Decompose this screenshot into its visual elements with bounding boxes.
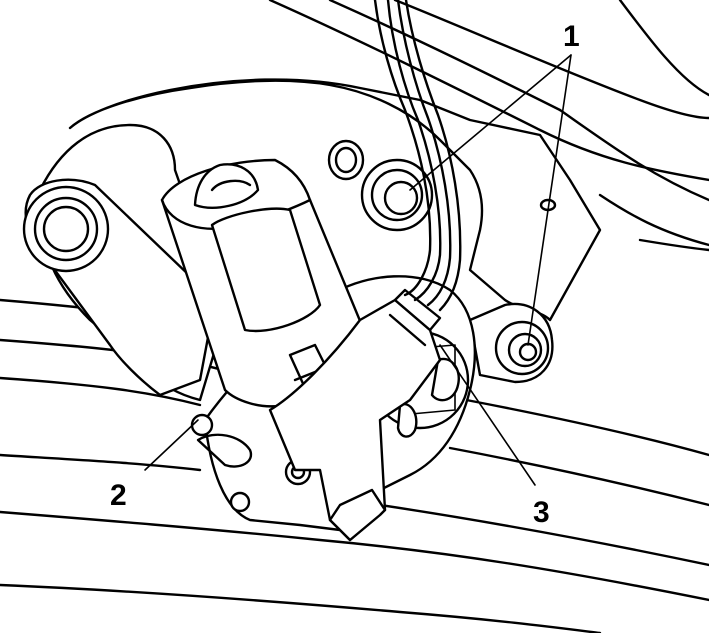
mounting-bolt-small <box>327 139 365 181</box>
gearbox-rivet-left <box>190 413 214 437</box>
mounting-bolt-right <box>468 302 554 384</box>
mounting-bracket <box>68 78 602 322</box>
gearbox-rivet-bottom <box>229 491 251 513</box>
motor-window <box>210 207 322 333</box>
leader-lines <box>144 54 572 486</box>
mounting-bolt-upper <box>360 158 434 232</box>
left-pivot-boss <box>22 185 110 273</box>
callout-3-connector: 3 <box>533 496 550 529</box>
wiring-harness <box>373 0 462 312</box>
motor-cap <box>193 163 260 209</box>
callout-2-wiper-motor: 2 <box>110 479 127 512</box>
callout-1-wiper-mount-bolts: 1 <box>563 20 580 53</box>
